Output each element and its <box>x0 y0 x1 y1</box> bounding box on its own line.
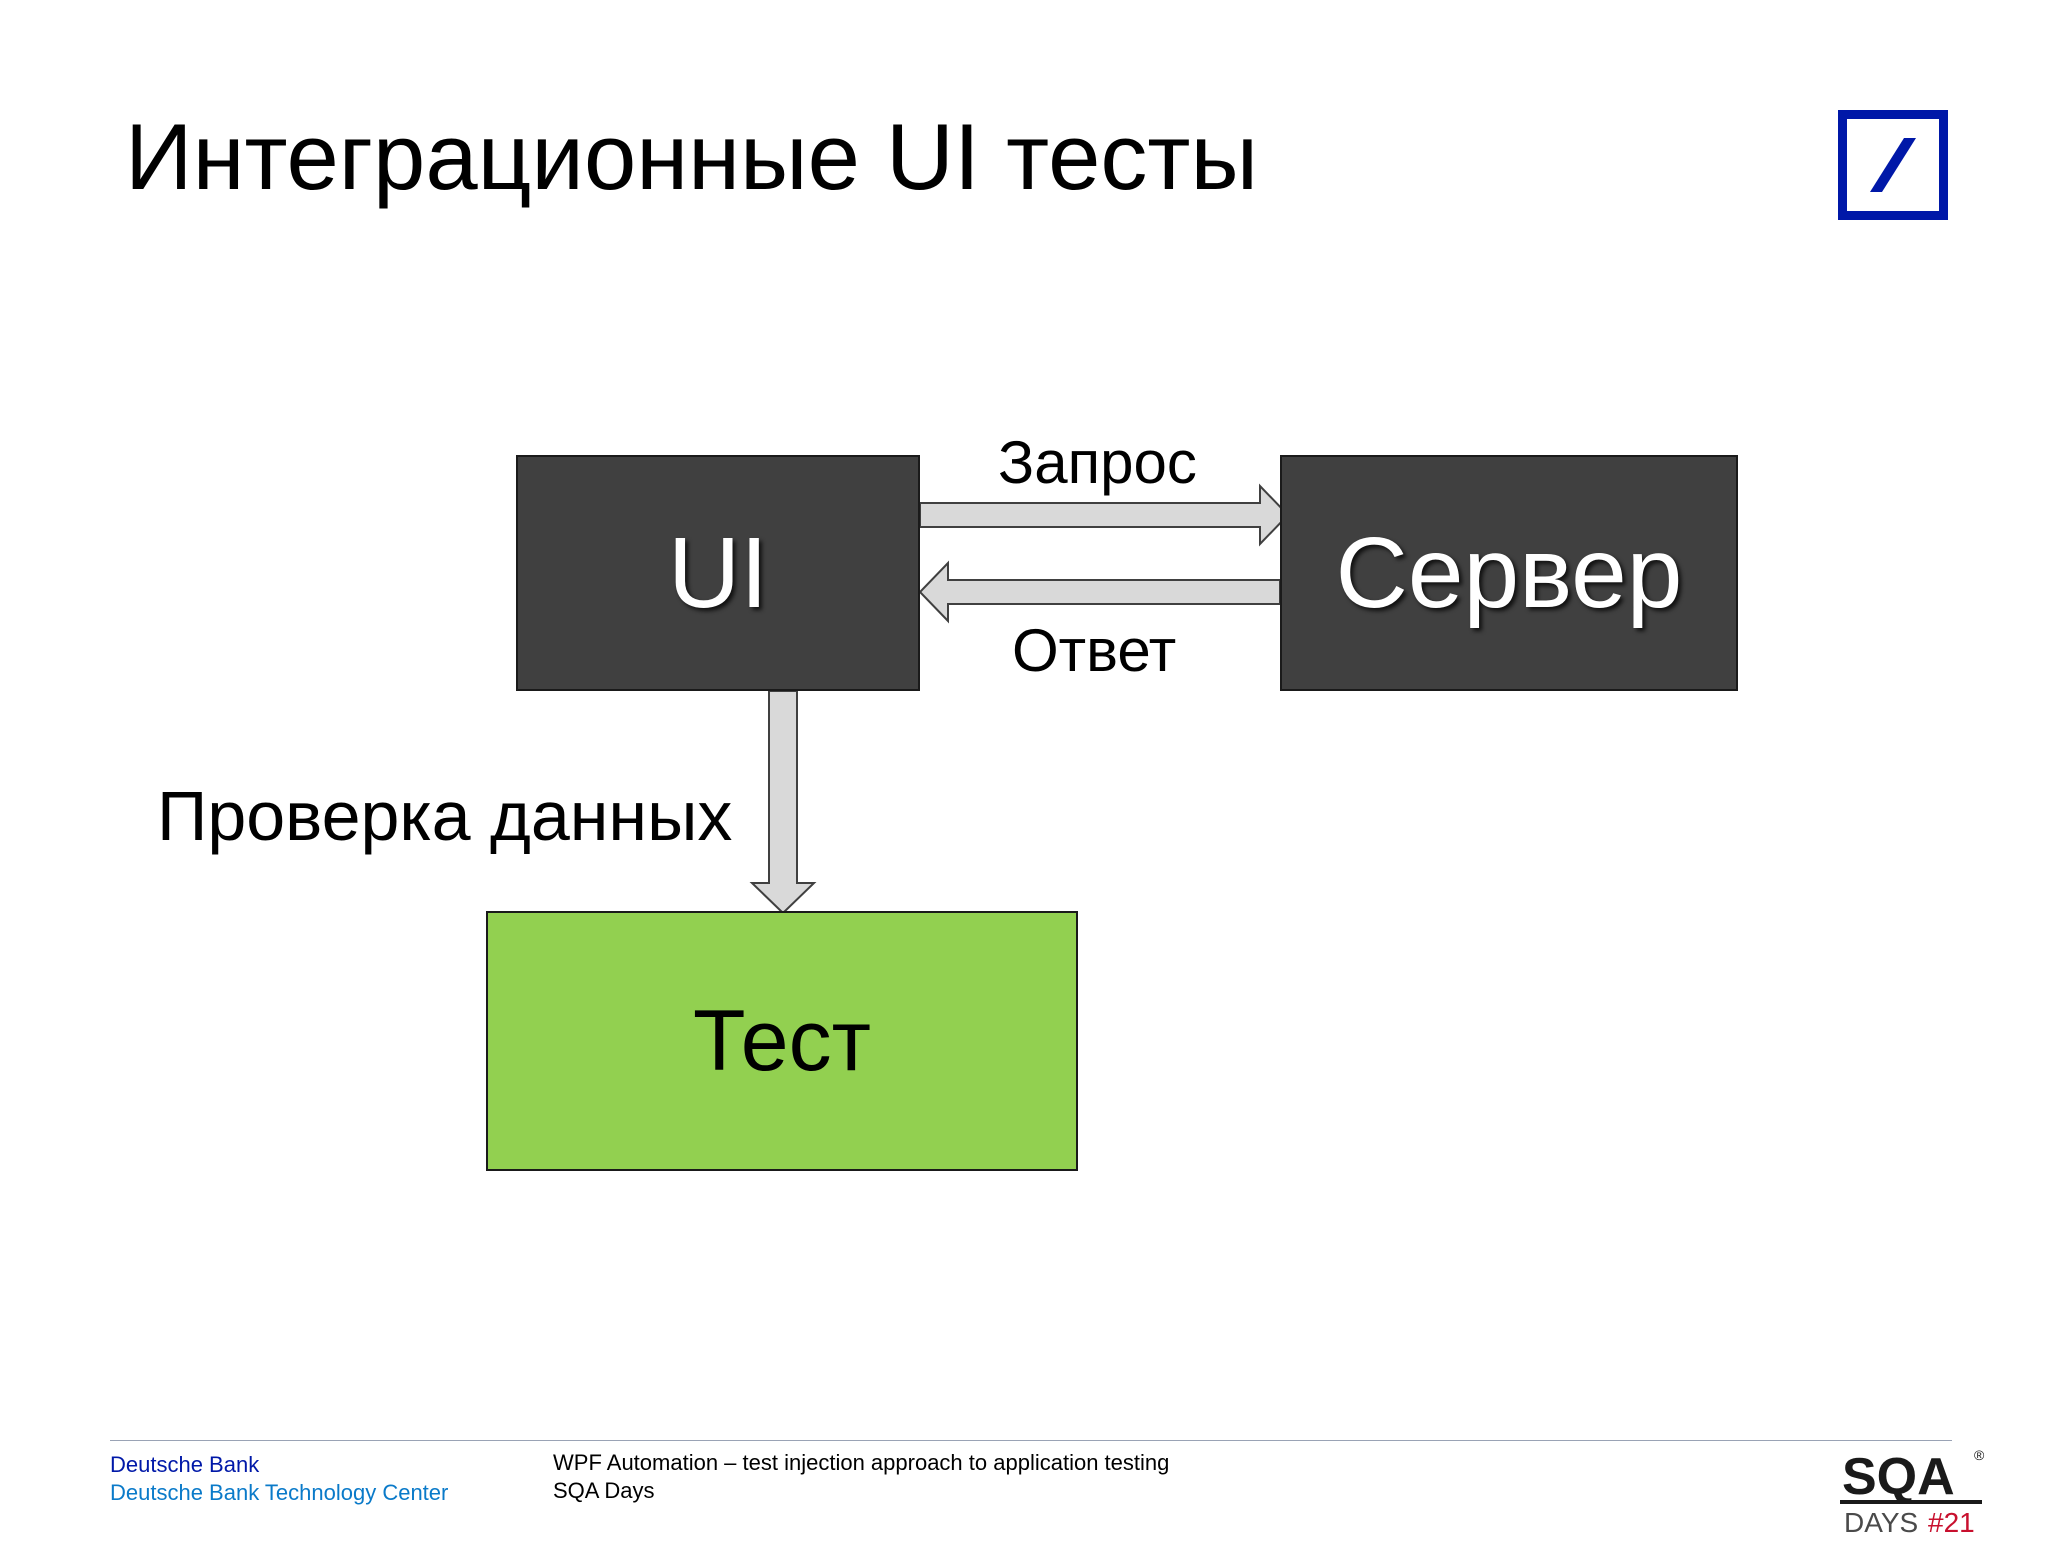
data-check-label: Проверка данных <box>157 777 733 855</box>
slide-title: Интеграционные UI тесты <box>125 104 1259 209</box>
sqa-logo-number-text: #21 <box>1928 1507 1975 1538</box>
footer-talk-title: WPF Automation – test injection approach… <box>553 1450 1170 1475</box>
response-label: Ответ <box>1012 617 1177 684</box>
sqa-logo-main-text: SQA <box>1842 1448 1955 1506</box>
footer-company-name: Deutsche Bank <box>110 1452 260 1477</box>
data-check-arrow <box>749 690 817 915</box>
footer-division-name: Deutsche Bank Technology Center <box>110 1480 449 1505</box>
ui-box: UI <box>516 455 920 691</box>
footer-divider <box>110 1440 1952 1441</box>
sqa-logo-registered-mark: ® <box>1974 1447 1985 1463</box>
server-box: Сервер <box>1280 455 1738 691</box>
request-arrow <box>919 483 1290 547</box>
request-label: Запрос <box>998 429 1197 496</box>
deutsche-bank-logo-icon <box>1838 110 1948 220</box>
footer-company: Deutsche Bank Deutsche Bank Technology C… <box>110 1451 448 1507</box>
sqa-logo-sub-text: DAYS <box>1844 1507 1918 1538</box>
test-box: Тест <box>486 911 1078 1171</box>
response-arrow <box>918 560 1281 624</box>
sqa-days-logo-icon: SQA ® DAYS #21 <box>1840 1447 1985 1538</box>
footer-talk-info: WPF Automation – test injection approach… <box>553 1449 1169 1505</box>
footer-event-name: SQA Days <box>553 1478 655 1503</box>
